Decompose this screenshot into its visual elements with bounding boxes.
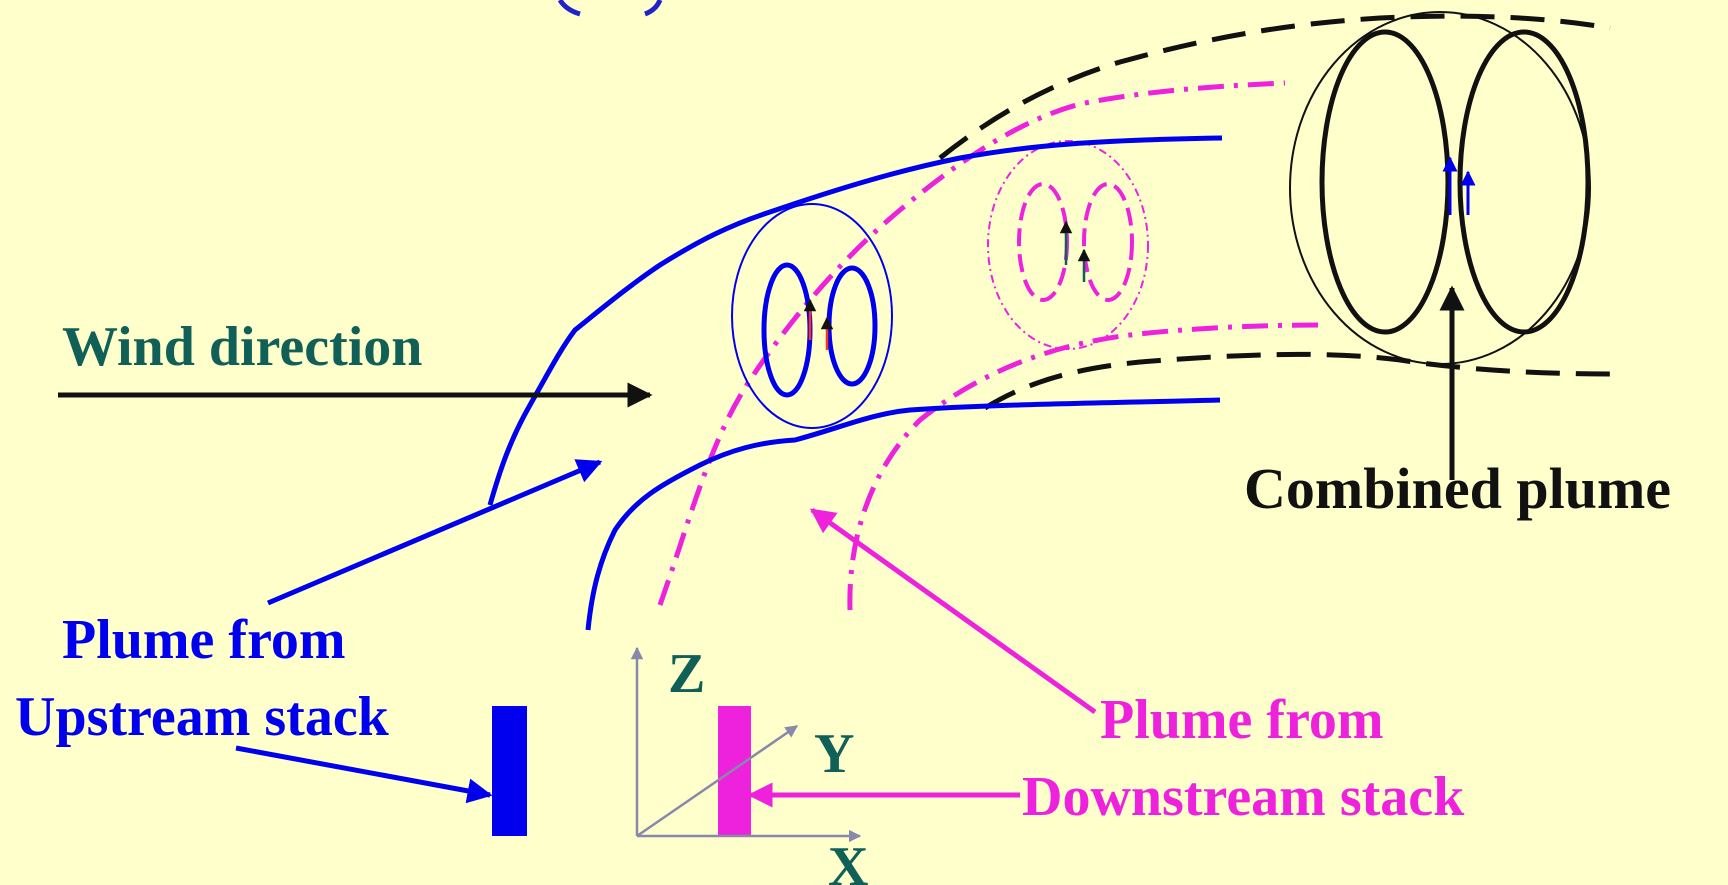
axis-y-line xyxy=(637,726,797,836)
upstream-stack-pointer-arrow xyxy=(236,748,490,795)
combined-vortex-right xyxy=(1460,32,1588,332)
combined-plume-cross-section xyxy=(1290,12,1590,364)
combined-plume-label: Combined plume xyxy=(1244,456,1671,521)
upstream-label-line2: Upstream stack xyxy=(15,686,390,748)
upstream-label-line1: Plume from xyxy=(62,609,346,671)
downstream-vortex-left xyxy=(1019,184,1067,300)
downstream-plume-pointer-arrow xyxy=(812,510,1095,712)
downstream-label-line2: Downstream stack xyxy=(1022,766,1465,828)
axis-y-label: Y xyxy=(814,723,854,785)
combined-plume-lower-edge xyxy=(985,354,1612,408)
axis-x-label: X xyxy=(828,836,868,885)
upstream-plume-pointer-arrow xyxy=(268,462,600,603)
axis-z-label: Z xyxy=(668,643,705,705)
upstream-vortex-right xyxy=(829,268,875,384)
downstream-vortex-right xyxy=(1084,184,1132,300)
upstream-stack xyxy=(492,706,527,836)
combined-vortex-left xyxy=(1322,32,1448,332)
title-fragment xyxy=(560,0,660,14)
downstream-label-line1: Plume from xyxy=(1100,689,1384,751)
downstream-stack xyxy=(718,706,751,836)
downstream-plume-upper-edge xyxy=(660,83,1285,605)
wind-direction-label: Wind direction xyxy=(62,316,422,378)
upstream-plume-upper-edge xyxy=(490,138,1222,505)
